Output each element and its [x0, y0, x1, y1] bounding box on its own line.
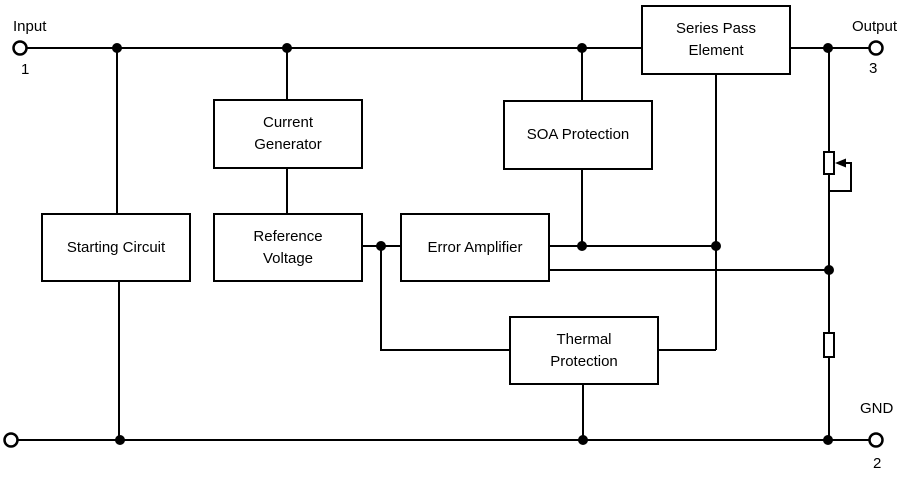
- junction-dots: [112, 43, 834, 445]
- junction-dot: [376, 241, 386, 251]
- wiper-arrow-icon: [835, 158, 846, 168]
- block-label: Thermal: [556, 330, 612, 348]
- output-terminal-icon: [868, 40, 884, 56]
- junction-dot: [115, 435, 125, 445]
- junction-dot: [823, 43, 833, 53]
- divider-resistor-icon: [823, 332, 835, 358]
- potentiometer-resistor-icon: [823, 151, 835, 175]
- terminals: [3, 40, 884, 448]
- gnd-label: GND: [860, 400, 894, 417]
- block-series-pass-element: Series Pass Element: [641, 5, 791, 75]
- input-pin-number: 1: [21, 61, 30, 78]
- block-label: Starting Circuit: [66, 238, 166, 256]
- junction-dot: [577, 241, 587, 251]
- block-label: Protection: [550, 352, 618, 370]
- block-label: Voltage: [262, 249, 314, 267]
- resistors: [823, 151, 846, 358]
- block-label: Element: [688, 42, 744, 59]
- block-soa-protection: SOA Protection: [503, 100, 653, 170]
- output-label: Output: [852, 18, 898, 35]
- block-error-amplifier: Error Amplifier: [400, 213, 550, 282]
- block-label: Error Amplifier: [427, 238, 523, 256]
- bottom-left-terminal-icon: [3, 432, 19, 448]
- block-thermal-protection: Thermal Protection: [509, 316, 659, 385]
- block-label: SOA Protection: [526, 126, 630, 143]
- block-label: Current: [262, 114, 314, 131]
- block-label: Generator: [254, 136, 322, 153]
- block-starting-circuit: Starting Circuit: [41, 213, 191, 282]
- gnd-terminal-icon: [868, 432, 884, 448]
- junction-dot: [711, 241, 721, 251]
- junction-dot: [824, 265, 834, 275]
- block-current-generator: Current Generator: [213, 99, 363, 169]
- block-label: Reference: [253, 227, 323, 245]
- wires: [11, 47, 876, 441]
- junction-dot: [823, 435, 833, 445]
- output-pin-number: 3: [869, 60, 878, 77]
- gnd-pin-number: 2: [873, 455, 882, 472]
- junction-dot: [112, 43, 122, 53]
- wire-reference-to-thermal: [380, 246, 509, 351]
- input-terminal-icon: [12, 40, 28, 56]
- junction-dot: [577, 43, 587, 53]
- wire-potentiometer-wiper: [829, 162, 852, 192]
- block-label: Series Pass: [675, 20, 757, 37]
- junction-dot: [578, 435, 588, 445]
- junction-dot: [282, 43, 292, 53]
- input-label: Input: [13, 18, 47, 35]
- block-reference-voltage: Reference Voltage: [213, 213, 363, 282]
